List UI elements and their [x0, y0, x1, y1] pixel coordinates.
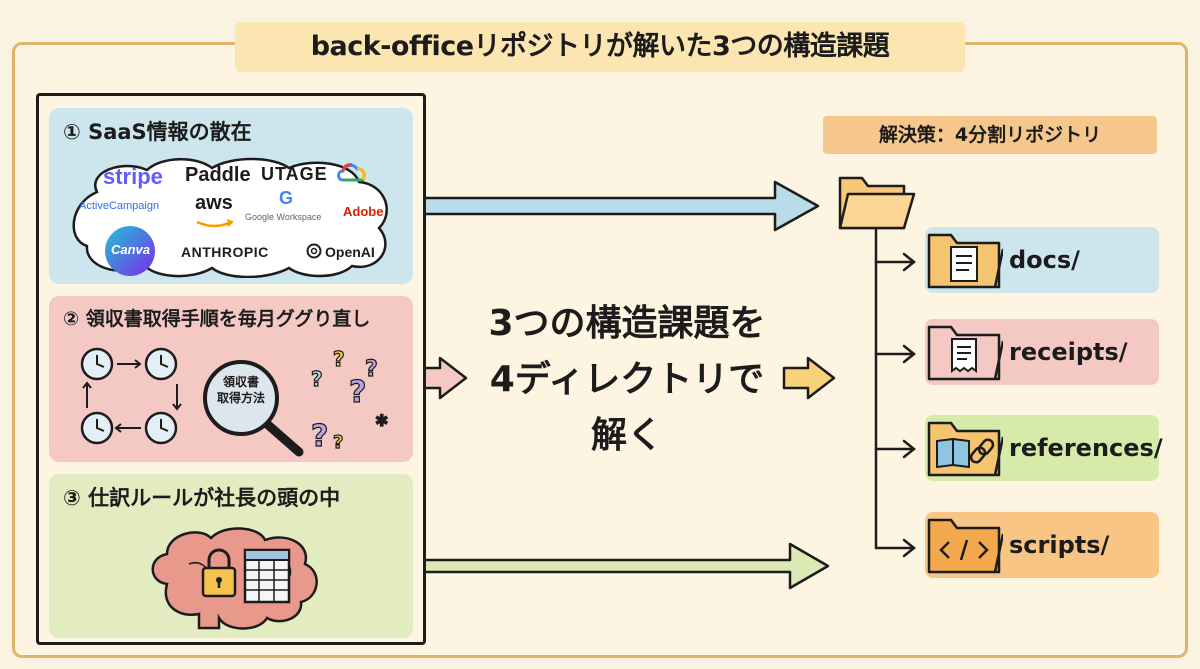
- svg-text:?: ?: [365, 357, 378, 382]
- problems-column: ① SaaS情報の散在 stripe Paddle UTAGE ActiveCa…: [36, 93, 426, 645]
- receipt-loop-illustration: ? ? ? ? ? ? ✱: [80, 346, 389, 457]
- logo-activecampaign: ActiveCampaign: [79, 200, 160, 212]
- google-g-icon: G: [279, 188, 294, 208]
- canva-logo-circle: [105, 226, 155, 276]
- logo-aws: aws: [195, 192, 233, 214]
- problem-panel-receipts: ② 領収書取得手順を毎月ググり直し ? ? ?: [49, 296, 413, 462]
- problem-title-3: ③ 仕訳ルールが社長の頭の中: [63, 486, 341, 510]
- arrow-problem-3: [408, 542, 830, 590]
- logo-stripe: stripe: [103, 164, 163, 189]
- problem-panel-saas: ① SaaS情報の散在 stripe Paddle UTAGE ActiveCa…: [49, 108, 413, 284]
- dir-name-docs: docs/: [1009, 246, 1080, 274]
- logo-paddle: Paddle: [185, 164, 251, 186]
- question-marks: ? ? ? ? ? ? ✱: [310, 346, 389, 454]
- center-message: 3つの構造課題を 4ディレクトリで 解く: [462, 296, 792, 464]
- center-line-1: 3つの構造課題を: [488, 303, 766, 344]
- svg-text:✱: ✱: [375, 411, 388, 430]
- page-title: back-officeリポジトリが解いた3つの構造課題: [235, 22, 965, 72]
- svg-text:?: ?: [311, 419, 328, 454]
- svg-text:?: ?: [333, 347, 345, 371]
- receipt-icon: [925, 321, 1005, 387]
- saas-cloud: stripe Paddle UTAGE ActiveCampaign aws G…: [67, 154, 397, 278]
- root-folder-icon: [838, 176, 916, 230]
- document-icon: [925, 229, 1005, 295]
- aws-smile-icon: [195, 214, 235, 233]
- svg-text:?: ?: [333, 432, 343, 453]
- dir-scripts: scripts/: [925, 512, 1159, 578]
- solution-label: 解決策：4分割リポジトリ: [823, 116, 1157, 154]
- openai-icon: [305, 242, 323, 264]
- center-line-2: 4ディレクトリで: [489, 359, 765, 400]
- dir-name-references: references/: [1009, 434, 1163, 462]
- brain-illustration: [151, 527, 318, 630]
- problem-title-1: ① SaaS情報の散在: [63, 120, 252, 144]
- logo-google-workspace: Google Workspace: [245, 212, 322, 222]
- cycle-arrows: [82, 359, 182, 433]
- logo-utage: UTAGE: [261, 164, 328, 184]
- dir-references: references/: [925, 415, 1163, 483]
- logo-canva: Canva: [111, 242, 151, 257]
- lock-icon: [201, 548, 237, 598]
- dir-docs: docs/: [925, 227, 1159, 293]
- clock-icon: [80, 347, 178, 445]
- center-line-3: 解く: [590, 415, 663, 456]
- problem-panel-journal: ③ 仕訳ルールが社長の頭の中: [49, 474, 413, 638]
- magnifier-text-2: 取得方法: [216, 391, 265, 405]
- magnifier-label: 領収書 取得方法: [201, 374, 281, 406]
- logo-openai: OpenAI: [325, 244, 375, 260]
- code-icon: [925, 514, 1005, 580]
- arrow-problem-1: [408, 180, 820, 232]
- book-link-icon: [925, 417, 1005, 483]
- magnifier-icon: [203, 360, 304, 457]
- arrow-center: [782, 356, 836, 400]
- logo-adobe: Adobe: [343, 204, 384, 219]
- magnifier-text-1: 領収書: [222, 375, 259, 389]
- problem-title-2: ② 領収書取得手順を毎月ググり直し: [63, 308, 371, 330]
- svg-text:?: ?: [349, 375, 366, 410]
- dir-name-scripts: scripts/: [1009, 531, 1110, 559]
- dir-receipts: receipts/: [925, 319, 1159, 385]
- spreadsheet-icon: [243, 548, 291, 604]
- logo-anthropic: ANTHROPIC: [181, 244, 269, 260]
- tree-lines: [874, 228, 917, 558]
- google-cloud-icon: [337, 162, 367, 188]
- dir-name-receipts: receipts/: [1009, 338, 1128, 366]
- svg-text:?: ?: [311, 367, 323, 391]
